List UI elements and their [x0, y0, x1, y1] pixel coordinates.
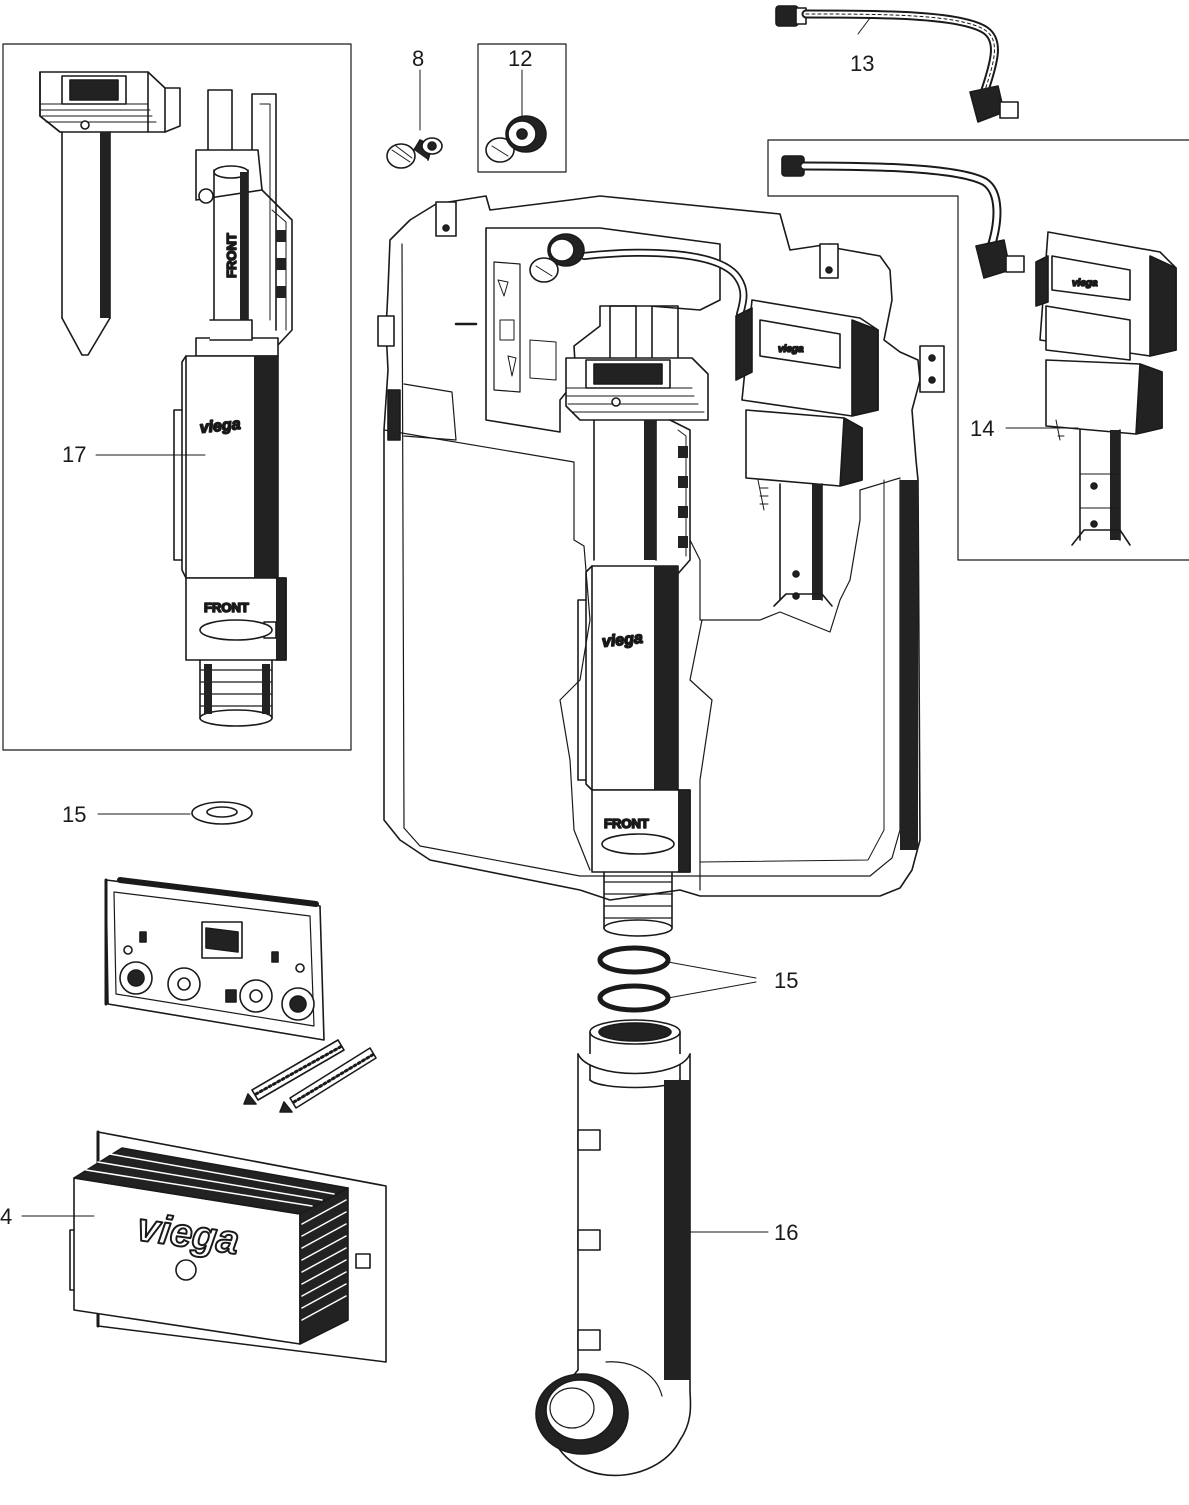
drain-pipe-part-16 [535, 1019, 769, 1477]
callout-number-8: 8 [412, 46, 424, 71]
overflow-pipe-part [39, 71, 181, 356]
callout-number-17: 17 [62, 442, 86, 467]
front-label-left: FRONT [204, 600, 249, 615]
front-label-upper: FRONT [224, 233, 239, 278]
hose-part-13 [775, 5, 1019, 123]
inset-frame-flush-valve [2, 43, 352, 751]
callout-number-4: 4 [0, 1204, 12, 1229]
inset-frame-fill-valve [767, 139, 1189, 561]
brand-text-valve-cistern: viega [601, 630, 644, 651]
inset-frame-knob-12 [477, 43, 567, 173]
callout-number-15-lower: 15 [774, 968, 798, 993]
hose-part-inset [781, 155, 1025, 279]
brand-text-fill-valve-cistern: viega [778, 344, 804, 355]
brand-text-valve-left: viega [199, 416, 242, 437]
seal-rings-part-15-lower [597, 945, 757, 1013]
callout-number-16: 16 [774, 1220, 798, 1245]
screws-part [243, 1039, 377, 1113]
callout-number-15-upper: 15 [62, 802, 86, 827]
fill-valve-part-14: viega [1005, 231, 1177, 546]
flush-valve-body-part: FRONT viega FRONT [173, 89, 293, 727]
callout-number-14: 14 [970, 416, 994, 441]
brand-text-fill-valve: viega [1072, 278, 1098, 289]
flush-valve-in-cistern: viega FRONT [565, 305, 709, 937]
seal-ring-part-15-upper [97, 801, 253, 825]
cover-plate-part-4: viega [21, 1130, 387, 1363]
fill-valve-in-cistern: viega [735, 299, 879, 607]
hose-inside-cistern [529, 233, 748, 318]
callout-number-13: 13 [850, 51, 874, 76]
mounting-plate-part [104, 877, 325, 1041]
callout-number-12: 12 [508, 46, 532, 71]
knob-parts-8 [386, 69, 443, 169]
front-label-cistern: FRONT [604, 816, 649, 831]
